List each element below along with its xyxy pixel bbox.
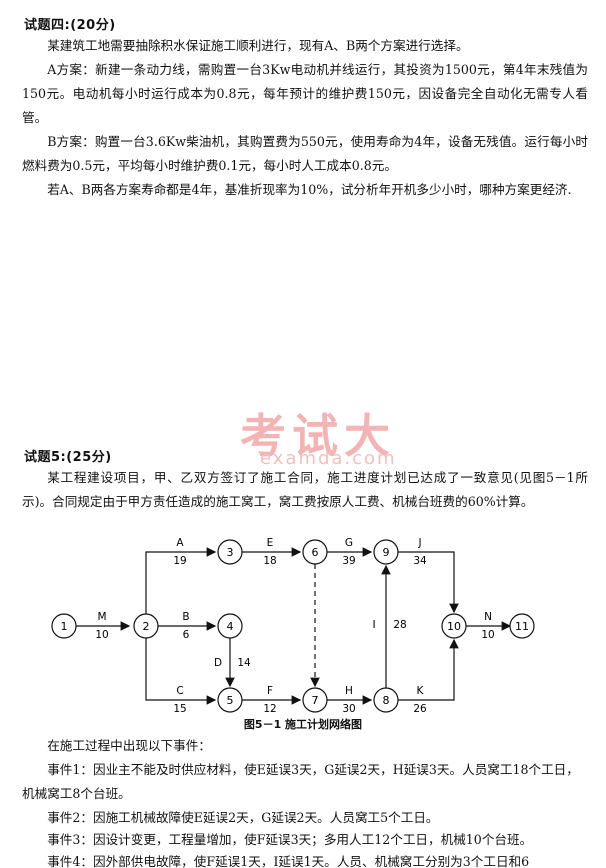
- duration-h: 30: [342, 703, 355, 715]
- question4-plan-a: A方案：新建一条动力线，需购置一台3Kw电动机并线运行，其投资为1500元，第4…: [22, 62, 588, 125]
- node-5: 5: [217, 687, 243, 713]
- event-1: 事件1：因业主不能及时供应材料，使E延误3天，G延误2天，H延误3天。人员窝工1…: [22, 762, 579, 801]
- edge-c: [145, 638, 217, 705]
- label-i: I: [372, 619, 375, 631]
- label-c: C: [176, 685, 183, 697]
- svg-text:2: 2: [143, 620, 150, 633]
- edge-a: [145, 547, 217, 614]
- svg-text:6: 6: [312, 546, 319, 559]
- svg-text:10: 10: [447, 620, 461, 633]
- label-e: E: [267, 537, 274, 549]
- label-d: D: [214, 657, 222, 669]
- node-3: 3: [217, 539, 243, 565]
- svg-text:7: 7: [312, 694, 319, 707]
- node-1: 1: [51, 613, 77, 639]
- question4-title: 试题四:(20分): [24, 18, 116, 33]
- question5-title: 试题5:(25分): [24, 450, 112, 465]
- duration-a: 19: [173, 555, 186, 567]
- node-6: 6: [302, 539, 328, 565]
- label-j: J: [417, 537, 421, 549]
- event-4: 事件4：因外部供电故障，使F延误1天，I延误1天。人员、机械窝工分别为3个工日和…: [47, 854, 530, 868]
- question4-plan-b: B方案：购置一台3.6Kw柴油机，其购置费为550元，使用寿命为4年，设备无残值…: [22, 134, 588, 173]
- svg-text:5: 5: [227, 694, 234, 707]
- node-7: 7: [302, 687, 328, 713]
- label-f: F: [267, 685, 273, 697]
- duration-e: 18: [263, 555, 276, 567]
- label-m: M: [97, 611, 106, 623]
- duration-n: 10: [481, 629, 494, 641]
- duration-i: 28: [393, 619, 406, 631]
- question4-intro: 某建筑工地需要抽除积水保证施工顺利进行，现有A、B两个方案进行选择。: [47, 38, 469, 53]
- label-n: N: [484, 611, 492, 623]
- node-2: 2: [133, 613, 159, 639]
- event-2: 事件2：因施工机械故障使E延误2天，G延误2天。人员窝工5个工日。: [47, 810, 439, 825]
- svg-text:3: 3: [227, 546, 234, 559]
- label-b: B: [182, 611, 189, 623]
- label-h: H: [345, 685, 353, 697]
- duration-j: 34: [413, 555, 427, 567]
- label-a: A: [176, 537, 184, 549]
- label-k: K: [417, 685, 425, 697]
- node-4: 4: [217, 613, 243, 639]
- svg-text:9: 9: [383, 546, 390, 559]
- diagram-caption: 图5－1 施工计划网络图: [243, 718, 363, 731]
- question4-question: 若A、B两各方案寿命都是4年，基准折现率为10%，试分析年开机多少小时，哪种方案…: [47, 182, 572, 197]
- network-diagram: 1 2 3 4 5 6 7 8: [51, 537, 535, 715]
- duration-g: 39: [342, 555, 355, 567]
- label-g: G: [345, 537, 353, 549]
- duration-m: 10: [95, 629, 108, 641]
- watermark-logo: 考试大: [240, 409, 396, 463]
- events-intro: 在施工过程中出现以下事件：: [47, 738, 211, 753]
- svg-text:8: 8: [383, 694, 390, 707]
- question5-intro: 某工程建设项目，甲、乙双方签订了施工合同，施工进度计划已达成了一致意见(见图5－…: [22, 470, 588, 509]
- watermark-url: examda.com: [260, 448, 397, 469]
- edge-k: [398, 638, 459, 701]
- event-3: 事件3：因设计变更，工程量增加，使F延误3天；多用人工12个工日，机械10个台班…: [47, 832, 533, 847]
- svg-text:11: 11: [515, 620, 529, 633]
- duration-c: 15: [173, 703, 186, 715]
- duration-b: 6: [183, 629, 190, 641]
- node-10: 10: [441, 613, 467, 639]
- node-9: 9: [373, 539, 399, 565]
- node-8: 8: [373, 687, 399, 713]
- duration-d: 14: [237, 657, 251, 669]
- duration-k: 26: [413, 703, 427, 715]
- edge-j: [398, 551, 459, 614]
- svg-text:1: 1: [61, 620, 68, 633]
- node-11: 11: [509, 613, 535, 639]
- svg-text:4: 4: [227, 620, 234, 633]
- duration-f: 12: [263, 703, 276, 715]
